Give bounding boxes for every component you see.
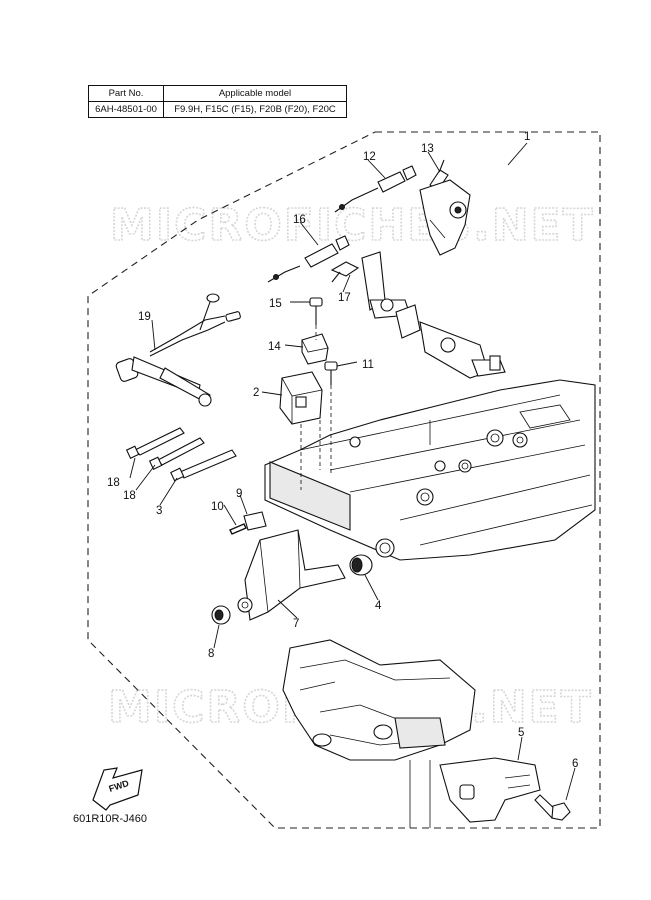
part-18-cable-tie-b	[148, 437, 205, 470]
part-11-screw	[324, 361, 338, 385]
callout-17: 17	[338, 292, 351, 304]
part-10-pin	[229, 523, 247, 535]
callout-8: 8	[208, 648, 214, 660]
part-15-screw	[309, 297, 323, 325]
throttle-cable-12	[334, 165, 417, 213]
callout-18b: 18	[123, 490, 136, 502]
bracket-base	[264, 379, 596, 561]
part-18-cable-tie-a	[125, 427, 185, 459]
callout-13: 13	[421, 143, 434, 155]
callout-11: 11	[362, 359, 374, 371]
clamp-bracket	[282, 639, 476, 828]
part-14-clip	[301, 333, 329, 365]
part-8-grommet	[211, 605, 231, 625]
throttle-cam	[419, 179, 471, 256]
callout-16: 16	[293, 214, 306, 226]
shift-linkage	[361, 251, 506, 379]
table-row: 6AH-48501-00 F9.9H, F15C (F15), F20B (F2…	[88, 101, 347, 118]
part-17-clip	[330, 261, 360, 283]
callout-2: 2	[253, 387, 259, 399]
callout-3: 3	[156, 505, 162, 517]
assembly-boundary	[87, 131, 601, 829]
callout-15: 15	[269, 298, 282, 310]
callout-labels: 1 2 3 4 5 6 7 8 9 10 11 12 13 14 15 16 1…	[107, 131, 578, 770]
callout-4: 4	[375, 600, 382, 612]
callout-5: 5	[518, 727, 524, 739]
part-6-bolt	[534, 794, 571, 821]
callout-14: 14	[268, 341, 281, 353]
part-9-clip	[243, 511, 267, 531]
callout-6: 6	[572, 758, 578, 770]
part-7-bracket	[237, 529, 346, 621]
callout-18a: 18	[107, 477, 120, 489]
part-2-holder	[279, 371, 323, 425]
callout-19: 19	[138, 311, 151, 323]
callout-12: 12	[363, 151, 376, 163]
callout-10: 10	[211, 501, 224, 513]
applicability-table: Part No. Applicable model 6AH-48501-00 F…	[88, 85, 347, 118]
part-19-stop-switch	[115, 293, 241, 407]
cell-part-no: 6AH-48501-00	[88, 101, 164, 118]
table-header-row: Part No. Applicable model	[88, 85, 347, 102]
shift-cable-16	[267, 235, 350, 283]
callout-9: 9	[236, 488, 242, 500]
diagram-code: 601R10R-J460	[73, 813, 147, 825]
part-5-adaptor	[439, 757, 541, 823]
callout-7: 7	[293, 618, 299, 630]
leader-lines	[129, 142, 576, 801]
part-4-grommet	[349, 554, 373, 576]
fwd-arrow-icon: FWD	[92, 767, 143, 811]
callout-1: 1	[524, 131, 530, 143]
cell-applicable-model: F9.9H, F15C (F15), F20B (F20), F20C	[163, 101, 347, 118]
watermark-top: MICROFICHES.NET	[110, 200, 595, 251]
part-3-cable-tie	[170, 449, 237, 482]
